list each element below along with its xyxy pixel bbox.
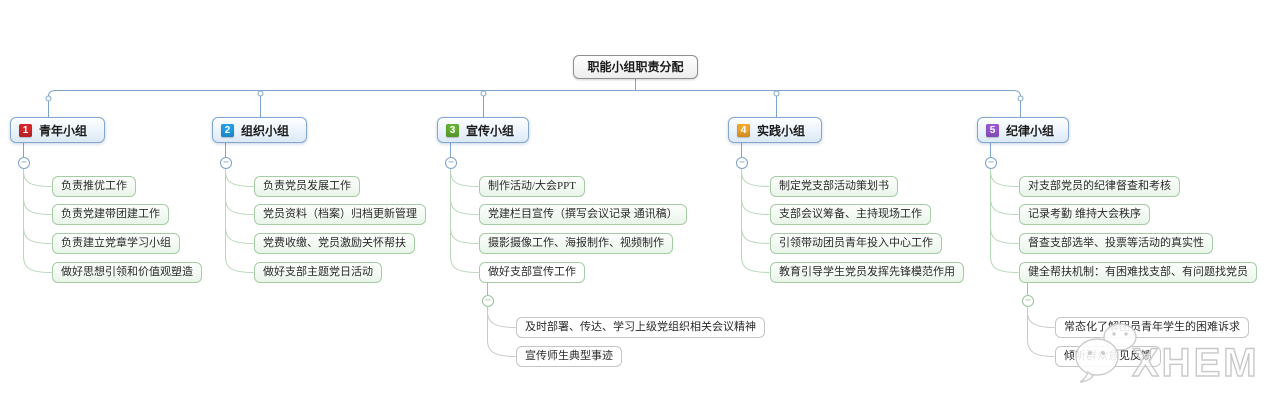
topic-node[interactable]: 做好支部宣传工作: [479, 262, 585, 283]
subtopic-node[interactable]: 及时部署、传达、学习上级党组织相关会议精神: [516, 317, 765, 338]
topic-node[interactable]: 负责党员发展工作: [254, 176, 360, 197]
topic-node[interactable]: 党员资料（档案）归档更新管理: [254, 204, 426, 225]
wechat-icon: [1075, 323, 1137, 383]
topic-node[interactable]: 引领带动团员青年投入中心工作: [770, 233, 942, 254]
branch-label: 组织小组: [241, 123, 290, 138]
collapse-toggle[interactable]: −: [482, 295, 494, 307]
branch-node-practice[interactable]: 4 实践小组: [728, 117, 822, 143]
branch-label: 纪律小组: [1006, 123, 1055, 138]
collapse-toggle[interactable]: −: [445, 157, 457, 169]
topic-node[interactable]: 负责党建带团建工作: [52, 204, 169, 225]
branch-node-discipline[interactable]: 5 纪律小组: [977, 117, 1069, 143]
topic-node[interactable]: 负责建立党章学习小组: [52, 233, 180, 254]
topic-node[interactable]: 制作活动/大会PPT: [479, 176, 586, 197]
branch-node-publicity[interactable]: 3 宣传小组: [437, 117, 529, 143]
topic-node[interactable]: 党费收缴、党员激励关怀帮扶: [254, 233, 415, 254]
topic-node[interactable]: 做好思想引领和价值观塑造: [52, 262, 202, 283]
topic-node[interactable]: 摄影摄像工作、海报制作、视频制作: [479, 233, 673, 254]
topic-node[interactable]: 督查支部选举、投票等活动的真实性: [1019, 233, 1213, 254]
topic-node[interactable]: 对支部党员的纪律督查和考核: [1019, 176, 1180, 197]
collapse-toggle[interactable]: −: [18, 157, 30, 169]
topic-node[interactable]: 党建栏目宣传（撰写会议记录 通讯稿）: [479, 204, 687, 225]
branch-label: 实践小组: [757, 123, 806, 138]
watermark-text: XHEM: [1132, 341, 1260, 385]
collapse-toggle[interactable]: −: [220, 157, 232, 169]
topic-node[interactable]: 记录考勤 维持大会秩序: [1019, 204, 1151, 225]
wechat-icon-eyes: [1088, 332, 1128, 355]
topic-node[interactable]: 健全帮扶机制：有困难找支部、有问题找党员: [1019, 262, 1257, 283]
collapse-toggle[interactable]: −: [985, 157, 997, 169]
priority-badge-5: 5: [986, 123, 999, 137]
priority-badge-1: 1: [19, 123, 32, 137]
subtopic-node[interactable]: 宣传师生典型事迹: [516, 346, 622, 367]
priority-badge-4: 4: [737, 123, 750, 137]
topic-node[interactable]: 负责推优工作: [52, 176, 136, 197]
branch-node-organization[interactable]: 2 组织小组: [212, 117, 307, 143]
priority-badge-2: 2: [221, 123, 234, 137]
branch-label: 青年小组: [39, 123, 88, 138]
priority-badge-3: 3: [446, 123, 459, 137]
topic-node[interactable]: 做好支部主题党日活动: [254, 262, 382, 283]
root-node[interactable]: 职能小组职责分配: [573, 55, 698, 79]
branch-label: 宣传小组: [466, 123, 515, 138]
topic-node[interactable]: 教育引导学生党员发挥先锋模范作用: [770, 262, 964, 283]
topic-node[interactable]: 制定党支部活动策划书: [770, 176, 898, 197]
collapse-toggle[interactable]: −: [736, 157, 748, 169]
branch-node-youth[interactable]: 1 青年小组: [10, 117, 105, 143]
topic-node[interactable]: 支部会议筹备、主持现场工作: [770, 204, 931, 225]
watermark: XHEM: [1066, 320, 1261, 395]
collapse-toggle[interactable]: −: [1022, 295, 1034, 307]
